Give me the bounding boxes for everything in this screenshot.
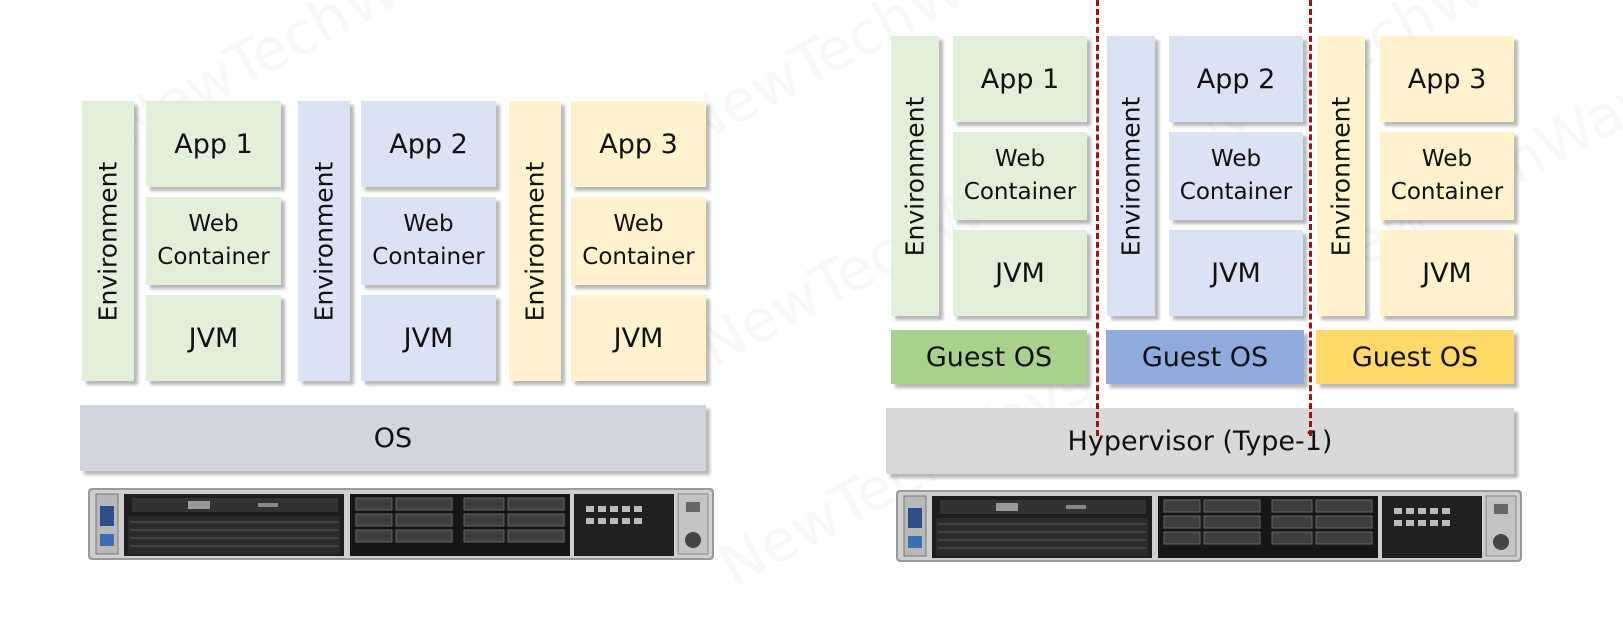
jvm-box: JVM — [146, 295, 281, 381]
app-box: App 1 — [953, 36, 1087, 122]
app-box: App 2 — [361, 101, 496, 187]
environment-box: Environment — [82, 101, 134, 381]
jvm-box: JVM — [1380, 230, 1514, 316]
web-container-box: Web Container — [571, 197, 706, 285]
web-container-box: Web Container — [1380, 132, 1514, 220]
app-box: App 2 — [1169, 36, 1303, 122]
guest-os-box: Guest OS — [1316, 330, 1514, 384]
jvm-box: JVM — [953, 230, 1087, 316]
web-container-box: Web Container — [953, 132, 1087, 220]
app-box: App 3 — [1380, 36, 1514, 122]
jvm-box: JVM — [571, 295, 706, 381]
vm-divider — [1096, 0, 1099, 436]
web-container-box: Web Container — [1169, 132, 1303, 220]
app-box: App 3 — [571, 101, 706, 187]
vm-divider — [1309, 0, 1312, 436]
jvm-box: JVM — [1169, 230, 1303, 316]
environment-box: Environment — [891, 36, 939, 316]
hypervisor-layer: Hypervisor (Type-1) — [886, 408, 1514, 474]
rack-server-image — [88, 488, 714, 560]
environment-box: Environment — [1317, 36, 1365, 316]
environment-box: Environment — [1107, 36, 1155, 316]
rack-server-image — [896, 490, 1522, 562]
web-container-box: Web Container — [361, 197, 496, 285]
jvm-box: JVM — [361, 295, 496, 381]
environment-box: Environment — [509, 101, 561, 381]
guest-os-box: Guest OS — [891, 330, 1087, 384]
guest-os-box: Guest OS — [1106, 330, 1304, 384]
app-box: App 1 — [146, 101, 281, 187]
os-layer: OS — [80, 405, 706, 471]
environment-box: Environment — [298, 101, 350, 381]
web-container-box: Web Container — [146, 197, 281, 285]
